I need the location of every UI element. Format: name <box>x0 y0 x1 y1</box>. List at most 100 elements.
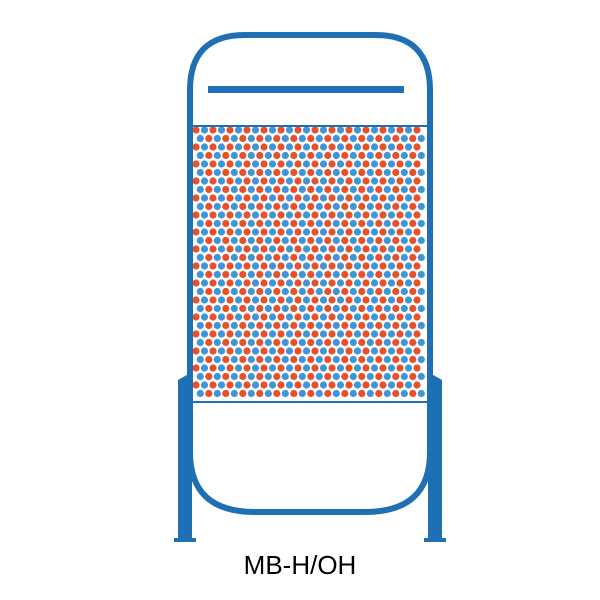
anion-resin-bead <box>230 287 238 296</box>
anion-resin-bead <box>234 313 243 321</box>
anion-resin-bead <box>251 347 260 355</box>
cation-resin-bead <box>277 296 285 304</box>
anion-resin-bead <box>366 270 374 279</box>
cation-resin-bead <box>307 185 315 194</box>
anion-resin-bead <box>298 236 306 245</box>
anion-resin-bead <box>264 236 272 245</box>
cation-resin-bead <box>375 355 383 364</box>
anion-resin-bead <box>315 372 323 381</box>
anion-resin-bead <box>319 160 328 168</box>
cation-resin-bead <box>392 372 400 381</box>
cation-resin-bead <box>222 168 230 177</box>
anion-resin-bead <box>353 364 362 372</box>
anion-resin-bead <box>417 185 425 194</box>
anion-resin-bead <box>383 321 391 330</box>
anion-resin-bead <box>336 194 345 202</box>
cation-resin-bead <box>294 262 302 270</box>
cation-resin-bead <box>243 364 251 372</box>
anion-resin-bead <box>213 168 221 177</box>
cation-resin-bead <box>260 262 268 270</box>
anion-resin-bead <box>268 126 277 134</box>
cation-resin-bead <box>260 313 268 321</box>
cation-resin-bead <box>294 347 302 355</box>
cation-resin-bead <box>205 389 213 398</box>
anion-resin-bead <box>200 126 209 134</box>
cation-resin-bead <box>307 168 315 177</box>
anion-resin-bead <box>298 253 306 262</box>
cation-resin-bead <box>409 287 417 296</box>
anion-resin-bead <box>404 228 413 236</box>
anion-resin-bead <box>298 219 306 228</box>
cation-resin-bead <box>239 236 247 245</box>
cation-resin-bead <box>341 321 349 330</box>
cation-resin-bead <box>290 253 298 262</box>
cation-resin-bead <box>328 228 336 236</box>
anion-resin-bead <box>315 287 323 296</box>
cation-resin-bead <box>256 151 264 160</box>
anion-resin-bead <box>370 347 379 355</box>
cation-resin-bead <box>362 126 370 134</box>
anion-resin-bead <box>404 245 413 253</box>
anion-resin-bead <box>281 270 289 279</box>
anion-resin-bead <box>366 355 374 364</box>
anion-resin-bead <box>234 228 243 236</box>
anion-resin-bead <box>251 296 260 304</box>
cation-resin-bead <box>341 389 349 398</box>
cation-resin-bead <box>328 347 336 355</box>
cation-resin-bead <box>362 211 370 219</box>
anion-resin-bead <box>281 372 289 381</box>
anion-resin-bead <box>247 134 255 143</box>
anion-resin-bead <box>196 372 204 381</box>
cation-resin-bead <box>256 219 264 228</box>
anion-resin-bead <box>315 168 323 177</box>
anion-resin-bead <box>400 202 408 211</box>
distributor-bar <box>208 86 404 93</box>
cation-resin-bead <box>307 321 315 330</box>
cation-resin-bead <box>192 364 200 372</box>
anion-resin-bead <box>200 330 209 338</box>
anion-resin-bead <box>417 321 425 330</box>
cation-resin-bead <box>324 151 332 160</box>
cation-resin-bead <box>277 279 285 287</box>
cation-resin-bead <box>328 296 336 304</box>
cation-resin-bead <box>260 330 268 338</box>
anion-resin-bead <box>404 177 413 185</box>
cation-resin-bead <box>243 262 251 270</box>
anion-resin-bead <box>417 168 425 177</box>
anion-resin-bead <box>404 347 413 355</box>
anion-resin-bead <box>349 185 357 194</box>
anion-resin-bead <box>332 372 340 381</box>
cation-resin-bead <box>392 253 400 262</box>
cation-resin-bead <box>192 296 200 304</box>
anion-resin-bead <box>315 270 323 279</box>
cation-resin-bead <box>277 228 285 236</box>
anion-resin-bead <box>387 313 396 321</box>
cation-resin-bead <box>239 253 247 262</box>
anion-resin-bead <box>264 270 272 279</box>
cation-resin-bead <box>192 160 200 168</box>
anion-resin-bead <box>247 151 255 160</box>
cation-resin-bead <box>358 338 366 347</box>
anion-resin-bead <box>383 219 391 228</box>
cation-resin-bead <box>209 364 217 372</box>
cation-resin-bead <box>396 211 404 219</box>
anion-resin-bead <box>247 185 255 194</box>
anion-resin-bead <box>217 381 226 389</box>
cation-resin-bead <box>260 211 268 219</box>
anion-resin-bead <box>370 364 379 372</box>
cation-resin-bead <box>209 194 217 202</box>
anion-resin-bead <box>315 185 323 194</box>
cation-resin-bead <box>239 355 247 364</box>
cation-resin-bead <box>409 151 417 160</box>
cation-resin-bead <box>362 279 370 287</box>
cation-resin-bead <box>273 321 281 330</box>
anion-resin-bead <box>336 279 345 287</box>
anion-resin-bead <box>370 177 379 185</box>
cation-resin-bead <box>358 219 366 228</box>
cation-resin-bead <box>358 270 366 279</box>
anion-resin-bead <box>298 202 306 211</box>
cation-resin-bead <box>290 338 298 347</box>
anion-resin-bead <box>336 330 345 338</box>
cation-resin-bead <box>341 372 349 381</box>
cation-resin-bead <box>379 245 387 253</box>
